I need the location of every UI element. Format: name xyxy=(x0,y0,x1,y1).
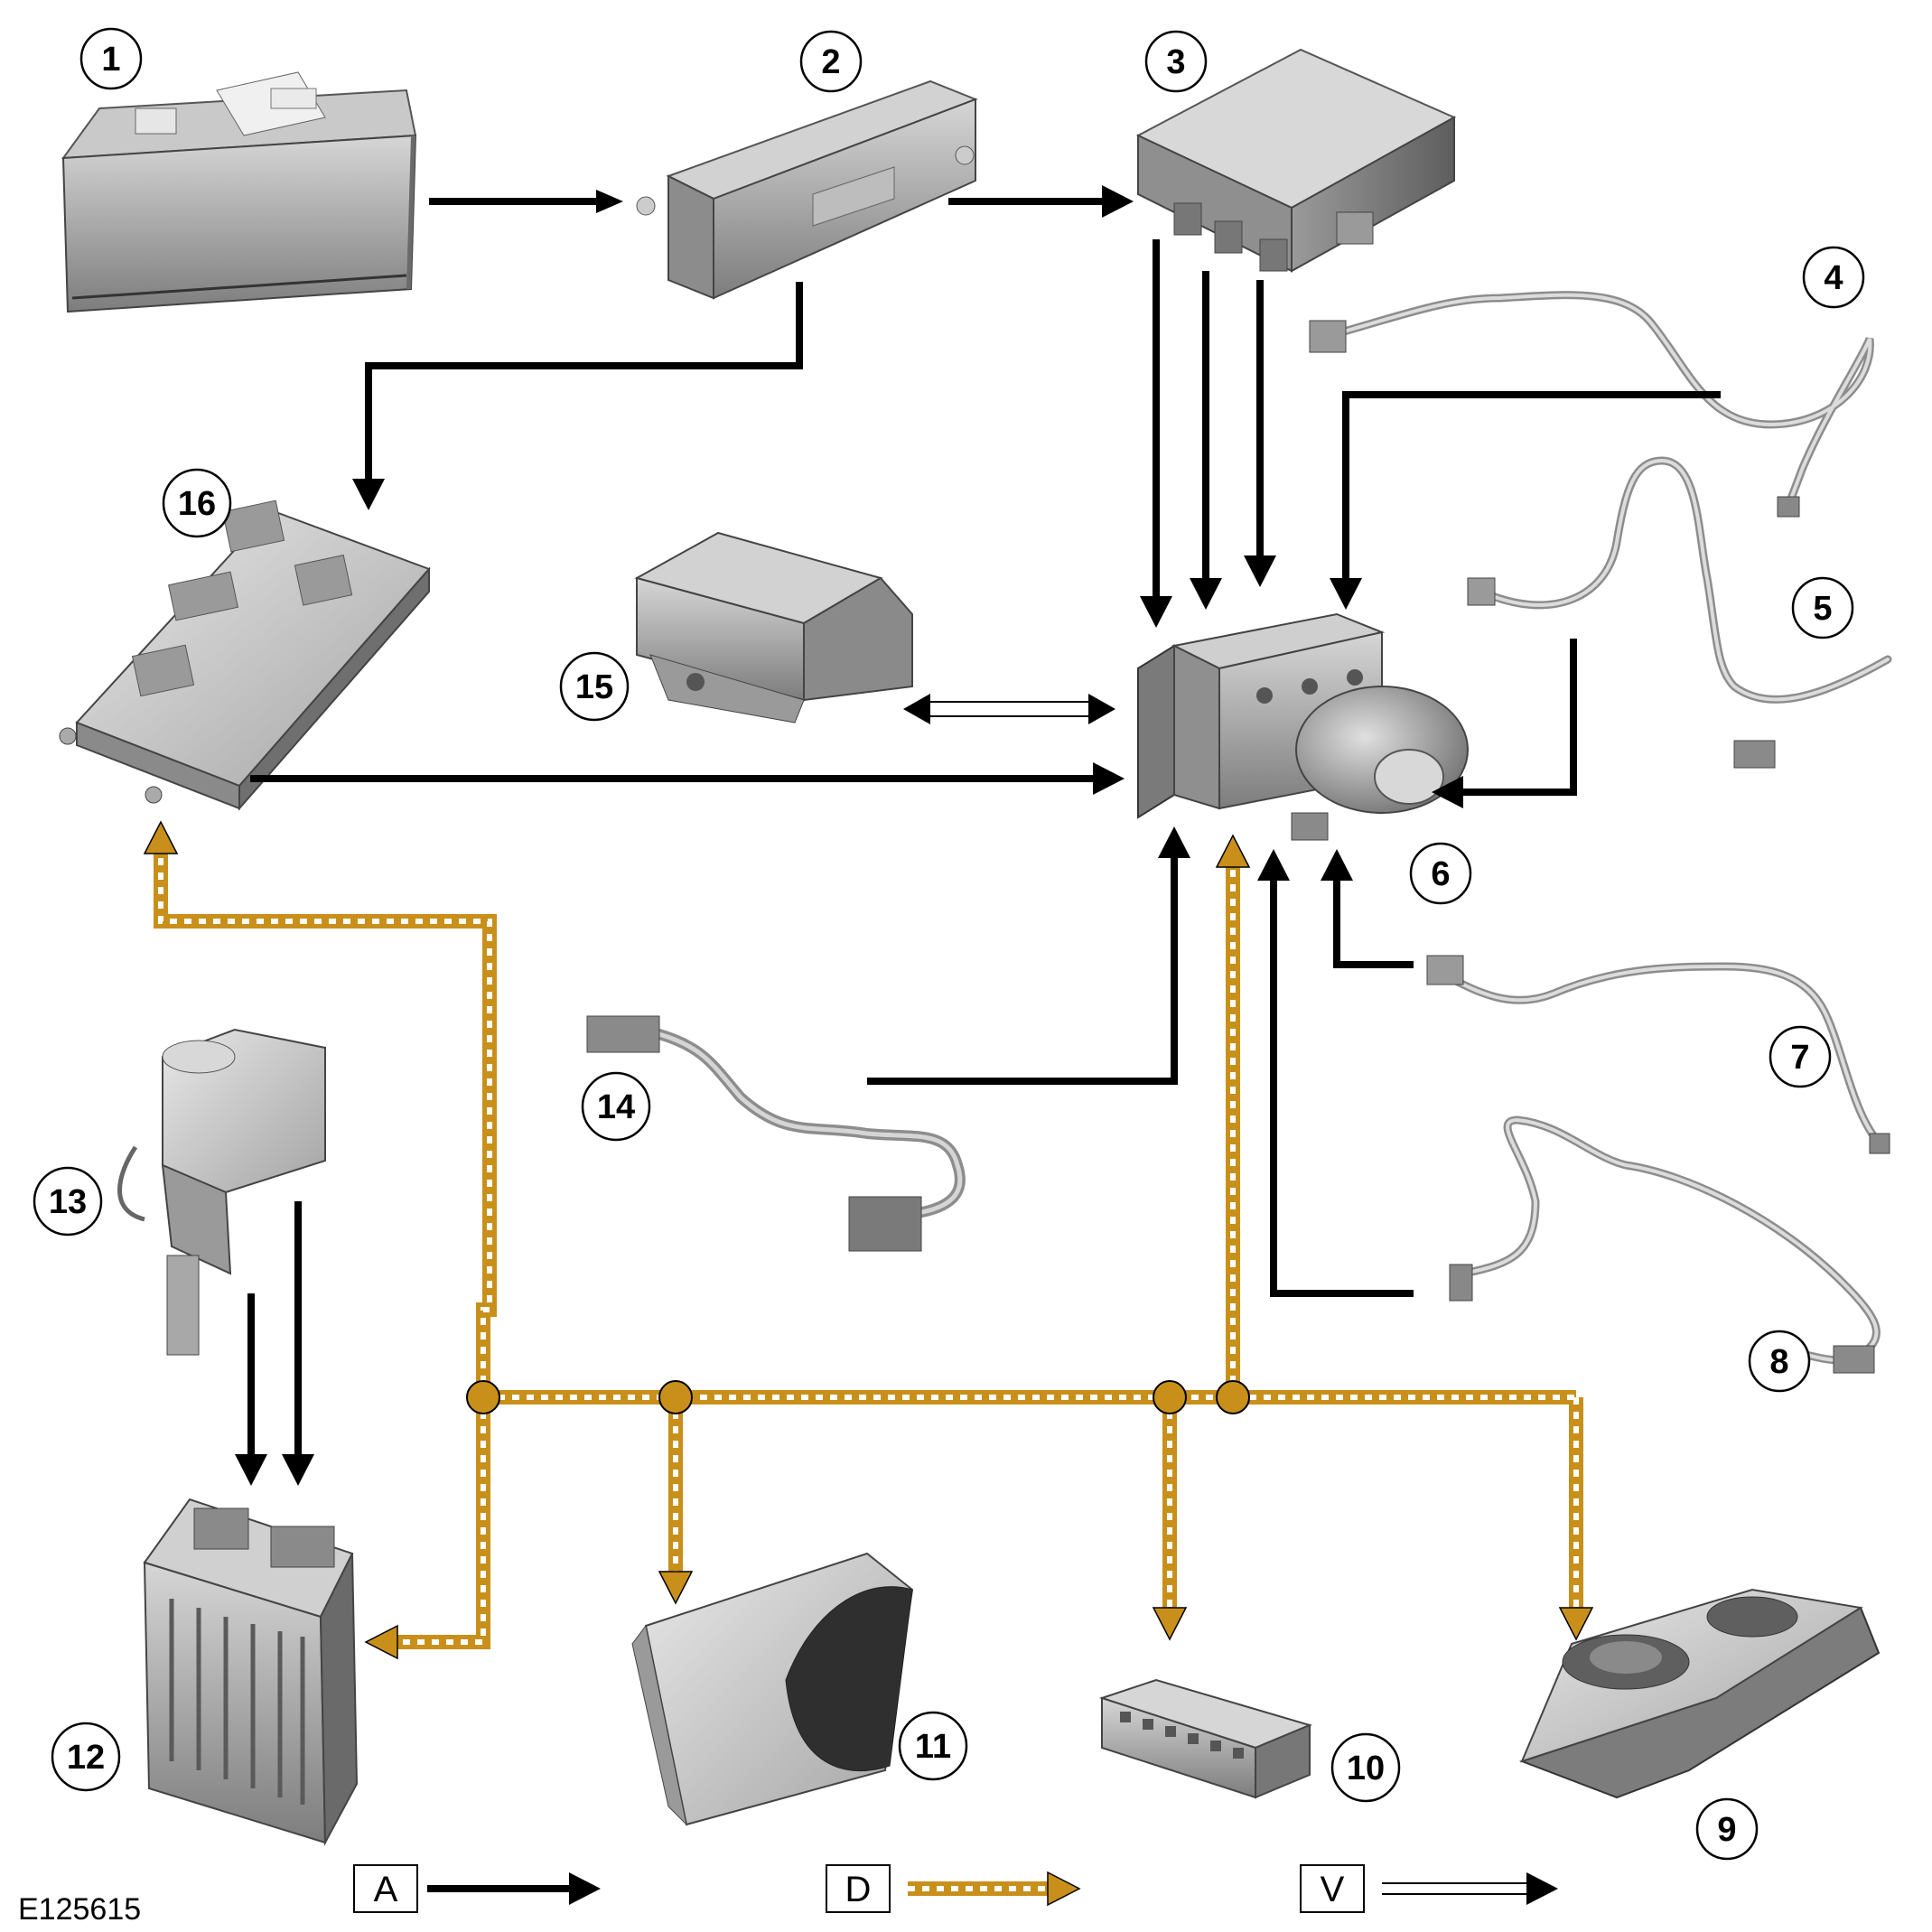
ecm-12-component xyxy=(143,1498,359,1846)
wheel-speed-sensor-4-component xyxy=(1309,291,1874,518)
diagnostic-connector-10-component xyxy=(1098,1678,1312,1799)
can-bus-junctions xyxy=(466,1380,1250,1414)
callout-14-label: 14 xyxy=(597,1088,635,1126)
hardwired-connections xyxy=(247,198,1721,1892)
callout-15: 15 xyxy=(559,651,630,722)
abs-module-6-component xyxy=(1137,612,1469,841)
wheel-speed-sensor-5-component xyxy=(1467,456,1892,769)
legend-d-label: D xyxy=(845,1870,872,1909)
legend-v-label: V xyxy=(1321,1870,1345,1909)
callout-2-label: 2 xyxy=(821,43,840,81)
callout-15-label: 15 xyxy=(575,668,613,706)
callout-10: 10 xyxy=(1330,1732,1401,1803)
callout-1-label: 1 xyxy=(101,41,120,79)
callout-11: 11 xyxy=(898,1711,968,1781)
callout-14: 14 xyxy=(581,1071,651,1142)
legend-a-label: A xyxy=(374,1870,398,1909)
yaw-sensor-15-component xyxy=(634,531,913,723)
wheel-speed-sensor-7-component xyxy=(1426,955,1890,1154)
wheel-speed-sensor-8-component xyxy=(1449,1115,1881,1374)
switch-pack-9-component xyxy=(1518,1588,1881,1799)
junction-box-16-component xyxy=(59,499,431,811)
callout-4-label: 4 xyxy=(1824,259,1843,297)
callout-9-label: 9 xyxy=(1717,1811,1736,1849)
callout-12-label: 12 xyxy=(67,1739,105,1777)
legend: A D V xyxy=(353,1864,1365,1913)
callout-16: 16 xyxy=(162,468,232,538)
can-bus-network xyxy=(154,854,1583,1896)
callout-7-label: 7 xyxy=(1790,1039,1809,1077)
instrument-cluster-11-component xyxy=(631,1552,914,1826)
callout-16-label: 16 xyxy=(178,485,216,523)
callout-12: 12 xyxy=(51,1722,121,1792)
double-line-link-15-6 xyxy=(903,694,1558,1905)
figure-id: E125615 xyxy=(18,1892,141,1927)
callout-6: 6 xyxy=(1409,842,1472,905)
callout-6-label: 6 xyxy=(1431,855,1450,893)
callout-5: 5 xyxy=(1791,576,1854,639)
callout-3-label: 3 xyxy=(1166,43,1185,81)
callout-3: 3 xyxy=(1144,30,1208,93)
callout-8: 8 xyxy=(1748,1330,1811,1393)
callout-10-label: 10 xyxy=(1347,1750,1385,1787)
hardwired-arrowheads xyxy=(235,185,1463,1905)
callout-5-label: 5 xyxy=(1813,590,1832,628)
module-3-component xyxy=(1135,48,1457,273)
battery-component xyxy=(61,71,417,313)
callout-7: 7 xyxy=(1769,1025,1832,1088)
legend-d-box xyxy=(826,1864,891,1913)
callout-11-label: 11 xyxy=(915,1728,951,1766)
callout-8-label: 8 xyxy=(1769,1343,1788,1381)
legend-v-box xyxy=(1300,1864,1365,1913)
brake-switch-13-component xyxy=(117,1028,326,1356)
callout-13: 13 xyxy=(33,1166,103,1237)
callout-1: 1 xyxy=(79,27,143,90)
callout-2: 2 xyxy=(799,30,863,93)
callout-4: 4 xyxy=(1802,246,1865,309)
can-bus-arrowheads xyxy=(143,820,1594,1907)
callout-9: 9 xyxy=(1695,1797,1759,1861)
sensor-14-component xyxy=(586,1015,966,1252)
module-2-component xyxy=(636,79,978,300)
legend-a-box xyxy=(353,1864,418,1913)
callout-13-label: 13 xyxy=(49,1183,87,1221)
